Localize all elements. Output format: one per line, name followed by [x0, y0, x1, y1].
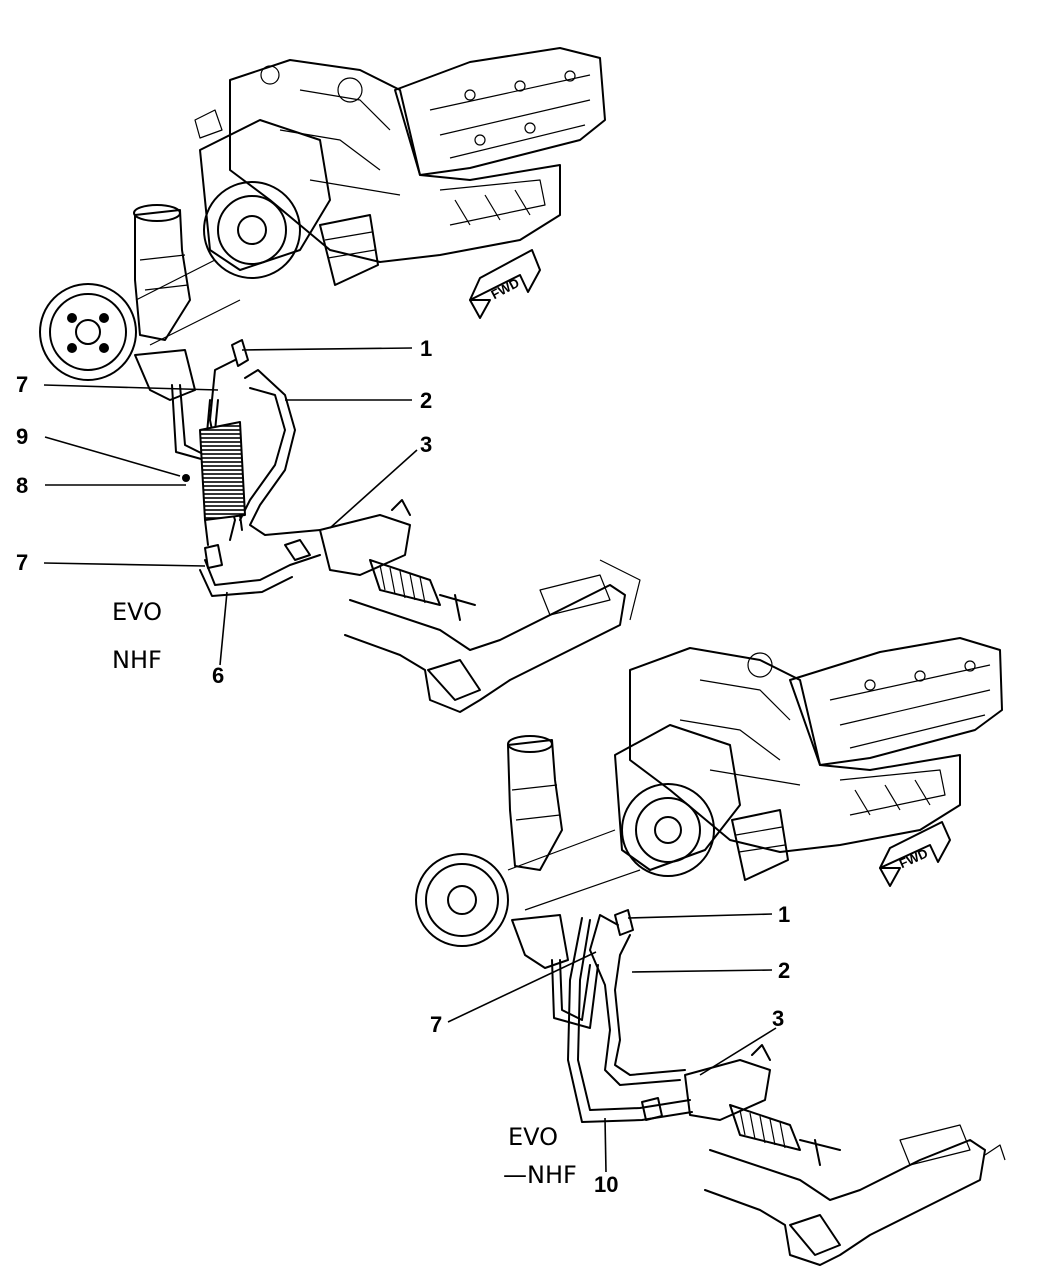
lower-callout-3: 3 — [772, 1006, 784, 1031]
upper-steering-gear — [319, 499, 476, 621]
upper-callout-9: 9 — [16, 424, 28, 449]
lower-callout-2: 2 — [778, 958, 790, 983]
lower-variant-line-1: EVO — [508, 1123, 558, 1151]
upper-oil-cooler — [182, 421, 246, 546]
upper-engine-assembly — [194, 47, 606, 286]
upper-hoses — [171, 339, 321, 597]
lower-frame-crossmember — [704, 1124, 1006, 1266]
upper-variant-line-2: NHF — [112, 646, 162, 674]
upper-fwd-label: FWD — [488, 275, 521, 302]
upper-callout-7b: 7 — [16, 550, 28, 575]
upper-fwd-indicator: FWD — [469, 249, 541, 319]
lower-callout-10: 10 — [594, 1172, 618, 1197]
lower-steering-gear — [684, 1044, 841, 1166]
lower-fwd-label: FWD — [897, 846, 930, 872]
lower-variant-line-2: —NHF — [503, 1161, 577, 1189]
upper-callout-8: 8 — [16, 473, 28, 498]
lower-callout-7: 7 — [430, 1012, 442, 1037]
upper-callout-6: 6 — [212, 663, 224, 688]
lower-engine-assembly — [614, 637, 1003, 881]
upper-power-steering-pump — [39, 204, 241, 401]
upper-callout-2: 2 — [420, 388, 432, 413]
upper-callout-7a: 7 — [16, 372, 28, 397]
upper-callout-3: 3 — [420, 432, 432, 457]
upper-variant-line-1: EVO — [112, 598, 162, 626]
lower-power-steering-pump — [415, 735, 641, 969]
lower-hoses — [551, 909, 693, 1123]
lower-callout-1: 1 — [778, 902, 790, 927]
upper-callout-1: 1 — [420, 336, 432, 361]
upper-frame-crossmember — [344, 559, 641, 713]
